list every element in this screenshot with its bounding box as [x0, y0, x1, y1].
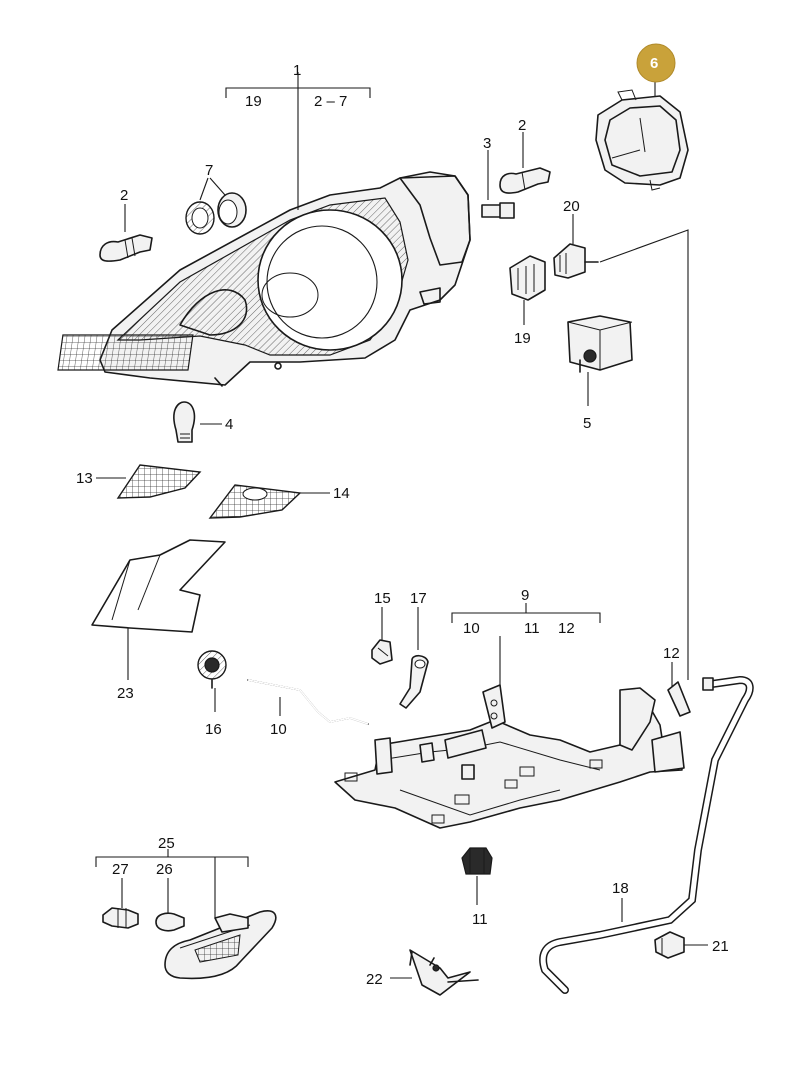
- group-bracket-1: 1 19 2 – 7: [225, 62, 371, 210]
- highlight-marker-6[interactable]: [636, 43, 676, 83]
- label-10: 10: [270, 721, 287, 738]
- bulb-26[interactable]: 26: [155, 861, 185, 932]
- label-2-left: 2: [120, 187, 128, 204]
- seal-ring-7[interactable]: 7: [185, 162, 247, 235]
- bulb-socket-3[interactable]: 3: [481, 135, 515, 219]
- connector-20[interactable]: 20: [553, 198, 599, 279]
- label-1: 1: [293, 62, 301, 79]
- label-12: 12: [663, 645, 680, 662]
- label-9-11: 11: [524, 620, 540, 637]
- label-4: 4: [225, 416, 233, 433]
- group-bracket-9: 9 10 11 12: [451, 587, 601, 688]
- adjuster-screw-16[interactable]: 16: [197, 650, 227, 738]
- label-25: 25: [158, 835, 175, 852]
- label-11: 11: [472, 911, 488, 928]
- bulb-2-right[interactable]: 2: [499, 117, 551, 194]
- bulb-holder-27[interactable]: 27: [102, 861, 139, 929]
- ignitor-module-5[interactable]: 5: [567, 315, 633, 432]
- clip-12[interactable]: 12: [663, 645, 691, 717]
- connector-19[interactable]: 19: [509, 255, 546, 347]
- label-9-12: 12: [558, 620, 575, 637]
- label-6: 6: [650, 55, 658, 72]
- cover-23[interactable]: 23: [91, 539, 226, 702]
- bulb-4[interactable]: 4: [173, 401, 233, 443]
- wire-route-line: [599, 229, 689, 680]
- label-17: 17: [410, 590, 427, 607]
- clip-15[interactable]: 15: [371, 590, 393, 665]
- label-14: 14: [333, 485, 350, 502]
- label-26: 26: [156, 861, 173, 878]
- bracket-17[interactable]: 17: [399, 590, 429, 709]
- label-20: 20: [563, 198, 580, 215]
- label-27: 27: [112, 861, 129, 878]
- grommet-11[interactable]: 11: [461, 847, 493, 928]
- label-16: 16: [205, 721, 222, 738]
- mounting-clip-22[interactable]: 22: [366, 949, 479, 996]
- label-3: 3: [483, 135, 491, 152]
- label-7: 7: [205, 162, 213, 179]
- reflector-14[interactable]: 14: [208, 484, 350, 519]
- adjuster-rod-10[interactable]: 10: [247, 679, 369, 738]
- label-15: 15: [374, 590, 391, 607]
- bulb-2-left[interactable]: 2: [99, 187, 153, 262]
- label-9-10: 10: [463, 620, 480, 637]
- label-9: 9: [521, 587, 529, 604]
- clip-21[interactable]: 21: [654, 931, 729, 959]
- label-18: 18: [612, 880, 629, 897]
- label-13: 13: [76, 470, 93, 487]
- label-5: 5: [583, 415, 591, 432]
- group-bracket-25: 25: [95, 835, 249, 918]
- headlight-assembly[interactable]: [57, 171, 471, 387]
- mounting-base-9[interactable]: [334, 684, 685, 829]
- vent-hose-18[interactable]: 18: [539, 675, 754, 994]
- label-2-7-group: 2 – 7: [314, 93, 347, 110]
- label-19-group: 19: [245, 93, 262, 110]
- reflector-13[interactable]: 13: [76, 464, 202, 499]
- label-22: 22: [366, 971, 383, 988]
- label-23: 23: [117, 685, 134, 702]
- label-19: 19: [514, 330, 531, 347]
- side-marker-lamp-25[interactable]: [164, 910, 277, 980]
- label-2-right: 2: [518, 117, 526, 134]
- cap-6[interactable]: 6: [595, 43, 689, 191]
- label-21: 21: [712, 938, 729, 955]
